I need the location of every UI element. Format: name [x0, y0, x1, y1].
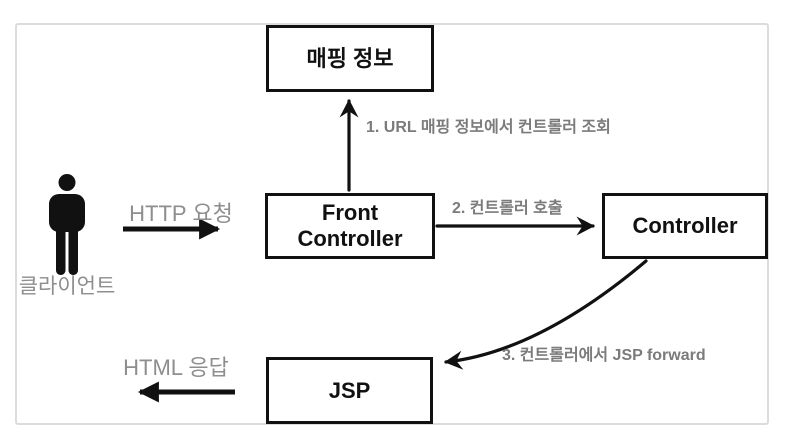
node-controller-label: Controller [632, 213, 738, 239]
client-label: 클라이언트 [18, 275, 116, 298]
step1-label: 1. URL 매핑 정보에서 컨트롤러 조회 [366, 119, 611, 136]
node-front-controller-label-line1: Front [321, 200, 379, 226]
jsp-forward-arrow [444, 259, 648, 370]
http-request-label: HTTP 요청 [129, 201, 233, 226]
node-jsp-label: JSP [328, 377, 371, 403]
node-jsp: JSP [266, 357, 433, 424]
client-person-icon [49, 174, 85, 275]
node-front-controller-label-line2: Controller [297, 226, 403, 251]
node-front-controller: Front Controller [265, 193, 435, 259]
node-controller: Controller [602, 193, 768, 259]
node-mapping-info: 매핑 정보 [266, 25, 434, 92]
node-mapping-info-label: 매핑 정보 [306, 45, 394, 71]
step2-label: 2. 컨트롤러 호출 [452, 200, 563, 217]
html-response-label: HTML 응답 [123, 355, 229, 380]
step3-label: 3. 컨트롤러에서 JSP forward [502, 347, 706, 364]
